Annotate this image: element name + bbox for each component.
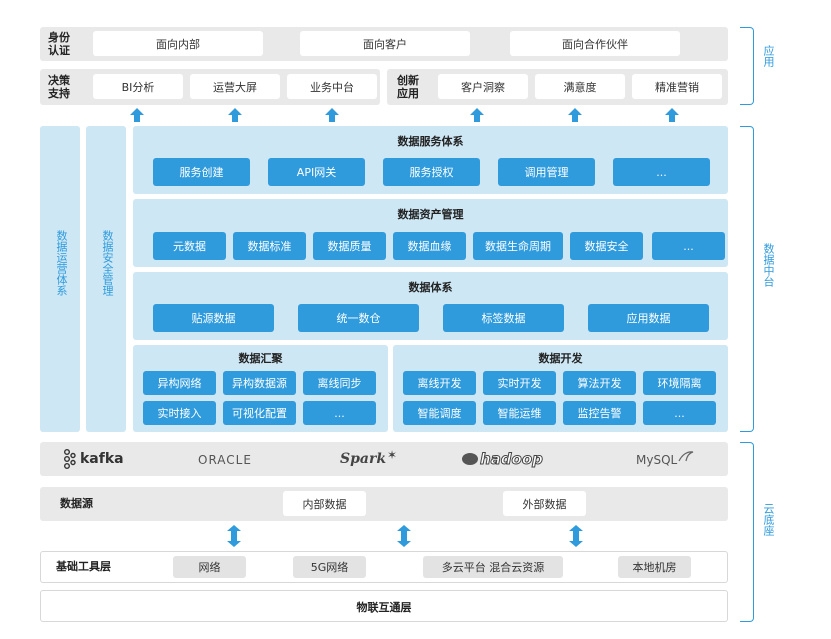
up-arrow-icon	[470, 108, 484, 122]
up-arrow-icon	[130, 108, 144, 122]
decision-label: 决策支持	[48, 74, 70, 100]
middle-layer-label: 数据中台	[762, 243, 775, 287]
hadoop-logo: hadoop	[462, 449, 543, 469]
asset-item-standard[interactable]: 数据标准	[233, 232, 306, 260]
develop-item-isolation[interactable]: 环境隔离	[643, 371, 716, 395]
iot-row	[40, 590, 728, 622]
data-service-title: 数据服务体系	[397, 135, 464, 148]
kafka-icon	[64, 449, 76, 469]
iot-label: 物联互通层	[356, 601, 412, 614]
develop-item-schedule[interactable]: 智能调度	[403, 401, 476, 425]
asset-item-more[interactable]: ...	[652, 232, 725, 260]
up-arrow-icon	[228, 108, 242, 122]
infra-item-local[interactable]: 本地机房	[618, 556, 691, 578]
innovation-item-marketing[interactable]: 精准营销	[632, 74, 722, 99]
service-item-gateway[interactable]: API网关	[268, 158, 365, 186]
app-layer-label: 应用	[762, 45, 775, 67]
app-brace	[740, 27, 754, 105]
data-ops-label: 数据运营体系	[55, 230, 68, 296]
middle-brace	[740, 126, 754, 432]
mysql-logo: MySQL	[636, 451, 694, 469]
data-system-title: 数据体系	[408, 281, 453, 294]
double-arrow-icon	[227, 525, 241, 547]
develop-item-ops[interactable]: 智能运维	[483, 401, 556, 425]
base-brace	[740, 442, 754, 622]
identity-item-customer[interactable]: 面向客户	[300, 31, 470, 56]
collect-item-more[interactable]: ...	[303, 401, 376, 425]
identity-item-partner[interactable]: 面向合作伙伴	[510, 31, 680, 56]
service-item-create[interactable]: 服务创建	[153, 158, 250, 186]
data-security-panel	[86, 126, 126, 432]
datasource-label: 数据源	[60, 497, 93, 510]
decision-item-screen[interactable]: 运营大屏	[190, 74, 280, 99]
data-security-label: 数据安全管理	[101, 230, 114, 296]
collect-item-realtime[interactable]: 实时接入	[143, 401, 216, 425]
collect-item-datasource[interactable]: 异构数据源	[223, 371, 296, 395]
decision-item-midplatform[interactable]: 业务中台	[287, 74, 377, 99]
collect-item-network[interactable]: 异构网络	[143, 371, 216, 395]
service-item-more[interactable]: ...	[613, 158, 710, 186]
datasource-internal[interactable]: 内部数据	[283, 491, 366, 516]
infra-item-network[interactable]: 网络	[173, 556, 246, 578]
asset-item-lineage[interactable]: 数据血缘	[393, 232, 466, 260]
system-item-tags[interactable]: 标签数据	[443, 304, 564, 332]
oracle-logo: ORACLE	[198, 453, 252, 467]
data-collect-title: 数据汇聚	[238, 352, 283, 365]
kafka-logo: kafka	[62, 449, 124, 469]
base-layer-label: 云底座	[762, 503, 775, 536]
system-item-source[interactable]: 贴源数据	[153, 304, 274, 332]
elephant-icon	[462, 453, 478, 465]
service-item-call[interactable]: 调用管理	[498, 158, 595, 186]
up-arrow-icon	[665, 108, 679, 122]
star-icon: ✶	[387, 448, 398, 462]
spark-logo: Spark ✶	[340, 448, 398, 467]
innovation-label: 创新应用	[397, 74, 419, 100]
collect-item-offline[interactable]: 离线同步	[303, 371, 376, 395]
double-arrow-icon	[569, 525, 583, 547]
up-arrow-icon	[325, 108, 339, 122]
service-item-auth[interactable]: 服务授权	[383, 158, 480, 186]
decision-item-bi[interactable]: BI分析	[93, 74, 183, 99]
asset-item-lifecycle[interactable]: 数据生命周期	[473, 232, 563, 260]
infra-item-cloud[interactable]: 多云平台 混合云资源	[423, 556, 563, 578]
develop-item-realtime[interactable]: 实时开发	[483, 371, 556, 395]
identity-label: 身份认证	[48, 31, 70, 57]
infra-label: 基础工具层	[56, 560, 111, 573]
infra-row	[40, 551, 728, 583]
data-ops-panel	[40, 126, 80, 432]
develop-item-more[interactable]: ...	[643, 401, 716, 425]
innovation-item-insight[interactable]: 客户洞察	[438, 74, 528, 99]
data-develop-title: 数据开发	[538, 352, 583, 365]
asset-item-quality[interactable]: 数据质量	[313, 232, 386, 260]
develop-item-monitor[interactable]: 监控告警	[563, 401, 636, 425]
system-item-app[interactable]: 应用数据	[588, 304, 709, 332]
collect-item-visual[interactable]: 可视化配置	[223, 401, 296, 425]
asset-item-security[interactable]: 数据安全	[570, 232, 643, 260]
datasource-external[interactable]: 外部数据	[503, 491, 586, 516]
develop-item-offline[interactable]: 离线开发	[403, 371, 476, 395]
innovation-item-satisfaction[interactable]: 满意度	[535, 74, 625, 99]
system-item-warehouse[interactable]: 统一数仓	[298, 304, 419, 332]
up-arrow-icon	[568, 108, 582, 122]
tech-logos-row	[40, 442, 728, 476]
identity-item-internal[interactable]: 面向内部	[93, 31, 263, 56]
dolphin-icon	[678, 451, 694, 462]
data-asset-title: 数据资产管理	[397, 208, 464, 221]
asset-item-metadata[interactable]: 元数据	[153, 232, 226, 260]
develop-item-algorithm[interactable]: 算法开发	[563, 371, 636, 395]
infra-item-5g[interactable]: 5G网络	[293, 556, 366, 578]
double-arrow-icon	[397, 525, 411, 547]
datasource-row	[40, 487, 728, 521]
